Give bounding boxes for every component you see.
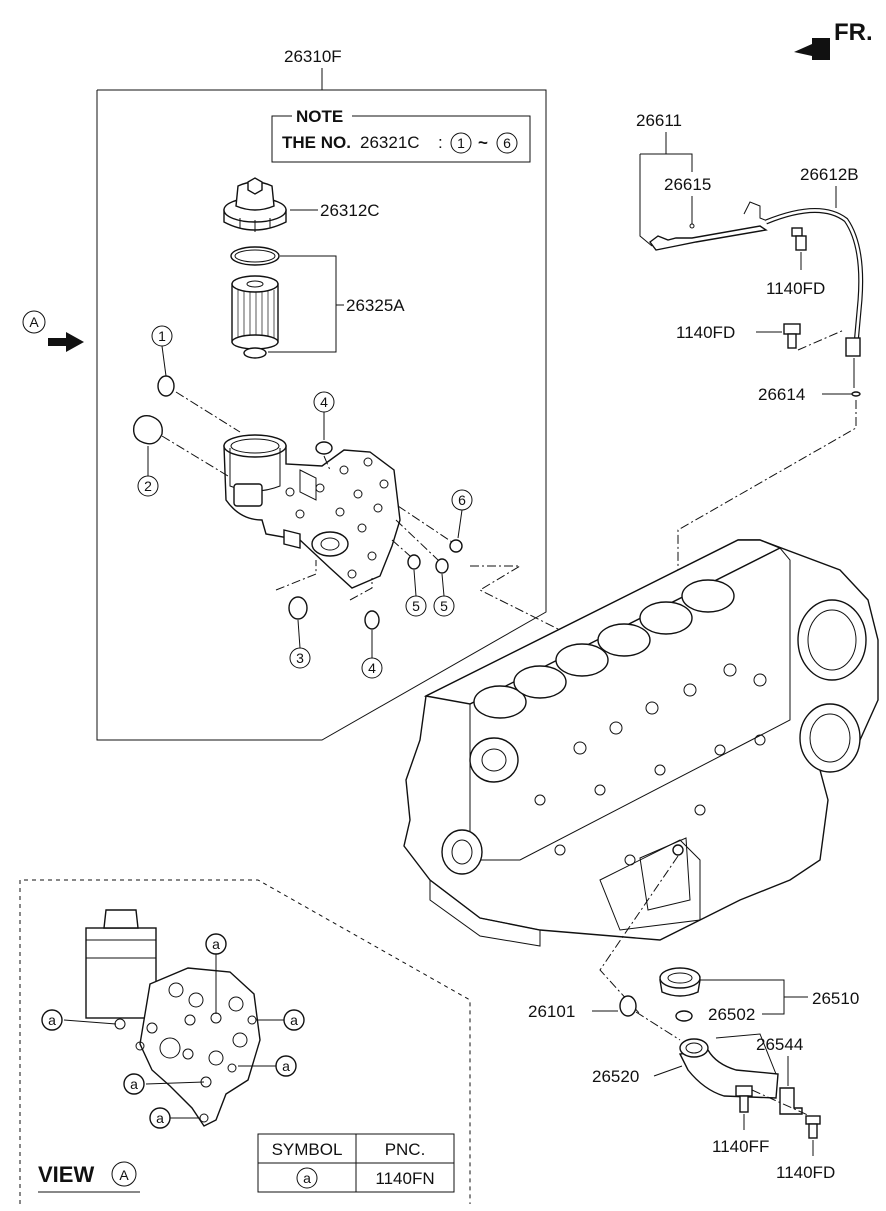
oring-3[interactable] — [288, 596, 308, 620]
symbol-table-header-pnc: PNC. — [385, 1140, 426, 1159]
filler-cap-label[interactable]: 26510 — [812, 989, 859, 1008]
note-tilde: ~ — [478, 133, 488, 152]
symbol-table-symbol: a — [303, 1170, 311, 1186]
view-marker-a-5-label: a — [130, 1076, 138, 1092]
note-text: THE NO. — [282, 133, 351, 152]
front-arrow-icon — [794, 38, 830, 60]
note-range-to: 6 — [503, 135, 511, 151]
filler-cap-part[interactable] — [659, 967, 701, 997]
view-marker-a-6-label: a — [156, 1110, 164, 1126]
view-marker-a-3: a — [283, 1009, 305, 1031]
oring-6[interactable] — [449, 539, 463, 553]
note-range-from: 1 — [457, 135, 465, 151]
symbol-table-header-symbol: SYMBOL — [272, 1140, 343, 1159]
bracket-part[interactable] — [779, 1087, 803, 1115]
view-marker-a-4: a — [275, 1055, 297, 1077]
callout-6-label: 6 — [458, 492, 466, 508]
view-marker-a-1-label: a — [212, 936, 220, 952]
view-a-arrow-icon — [48, 332, 84, 352]
filter-cap-label[interactable]: 26312C — [320, 201, 380, 220]
bolt-ff-label[interactable]: 1140FF — [712, 1137, 769, 1156]
view-caption-ref: A — [119, 1167, 129, 1183]
tube-oring-part[interactable] — [851, 391, 861, 397]
view-marker-a-3-label: a — [290, 1012, 298, 1028]
callout-1[interactable]: 1 — [151, 325, 241, 433]
cap-gasket-part[interactable] — [675, 1010, 693, 1022]
bolt-1140fd-upper-part[interactable] — [791, 227, 807, 251]
filter-cap-part[interactable] — [223, 177, 287, 232]
assembly-pnc-label[interactable]: 26310F — [284, 47, 342, 66]
bolt-1140fd-middle-part[interactable] — [783, 323, 801, 349]
assembly-frame — [96, 89, 547, 741]
symbol-table: SYMBOL PNC. a 1140FN — [257, 1133, 455, 1193]
front-direction-indicator: FR. — [794, 19, 873, 60]
note-title: NOTE — [296, 107, 343, 126]
guide-tube-label[interactable]: 26612B — [800, 165, 859, 184]
callout-4-top[interactable]: 4 — [313, 391, 335, 471]
view-marker-a-4-label: a — [282, 1058, 290, 1074]
callout-2[interactable]: 2 — [132, 415, 229, 497]
filter-element-part[interactable] — [230, 246, 280, 359]
callout-4-top-label: 4 — [320, 394, 328, 410]
front-label: FR. — [834, 19, 873, 46]
callout-3-label: 3 — [296, 650, 304, 666]
engine-block-part[interactable] — [403, 539, 879, 947]
bolt-fd-a-label[interactable]: 1140FD — [766, 279, 825, 298]
view-marker-a-6: a — [149, 1107, 171, 1129]
callout-5-left-label: 5 — [412, 598, 420, 614]
view-marker-a-1: a — [205, 933, 227, 955]
gauge-assy-label[interactable]: 26611 — [636, 111, 682, 130]
filler-tube-part[interactable] — [678, 1033, 779, 1099]
note-box: NOTE THE NO. 26321C : 1 ~ 6 — [271, 106, 531, 163]
callout-3[interactable]: 3 — [275, 560, 317, 669]
bolt-fd-bottom-label[interactable]: 1140FD — [776, 1163, 835, 1182]
oil-gauge-group: 26611 26615 26612B 1140FD 1140FD — [636, 111, 864, 830]
block-oring-part[interactable] — [619, 995, 637, 1017]
callout-4-bottom-label: 4 — [368, 660, 376, 676]
guide-tube-part[interactable] — [765, 208, 864, 357]
oring-4-bottom[interactable] — [364, 610, 380, 630]
oil-filter-assembly-group: 26310F NOTE THE NO. 26321C : 1 ~ 6 — [22, 47, 561, 741]
callout-4-bottom[interactable]: 4 — [349, 578, 383, 679]
symbol-table-pnc[interactable]: 1140FN — [375, 1169, 434, 1188]
view-a-panel: a a a a a a VIEW A — [19, 879, 471, 1204]
bolt-1140ff-part[interactable] — [735, 1085, 753, 1113]
callout-5-left[interactable]: 5 — [391, 539, 427, 617]
oring-4-top[interactable] — [315, 441, 333, 455]
filter-element-label[interactable]: 26325A — [346, 296, 405, 315]
callout-1-label: 1 — [158, 328, 166, 344]
oring-5-left[interactable] — [407, 554, 421, 570]
bolt-1140fd-lower-part[interactable] — [805, 1115, 821, 1139]
view-a-housing-drawing[interactable] — [85, 909, 261, 1127]
filler-group: 26510 26502 26101 26520 26544 1140FF — [528, 855, 859, 1182]
callout-5-right-label: 5 — [440, 598, 448, 614]
view-marker-a-2-label: a — [48, 1012, 56, 1028]
view-marker-a-5: a — [123, 1073, 145, 1095]
note-colon: : — [438, 133, 443, 152]
filter-housing-part[interactable] — [223, 434, 401, 589]
filler-tube-label[interactable]: 26520 — [592, 1067, 639, 1086]
tube-oring-label[interactable]: 26614 — [758, 385, 805, 404]
cap-gasket-label[interactable]: 26502 — [708, 1005, 755, 1024]
callout-5-right[interactable]: 5 — [395, 519, 455, 617]
note-part-number[interactable]: 26321C — [360, 133, 420, 152]
view-a-reference[interactable]: A — [22, 310, 84, 352]
callout-6[interactable]: 6 — [397, 489, 473, 553]
oring-1[interactable] — [157, 375, 175, 397]
view-a-letter: A — [29, 314, 39, 330]
oring-5-right[interactable] — [435, 558, 449, 574]
view-caption: VIEW — [38, 1162, 94, 1187]
callout-2-label: 2 — [144, 478, 152, 494]
gauge-oring-label[interactable]: 26615 — [664, 175, 711, 194]
bolt-fd-b-label[interactable]: 1140FD — [676, 323, 735, 342]
block-label[interactable]: 26101 — [528, 1002, 575, 1021]
gasket-2[interactable] — [132, 415, 163, 445]
bracket-label[interactable]: 26544 — [756, 1035, 803, 1054]
dipstick-part[interactable] — [649, 201, 771, 251]
view-marker-a-2: a — [41, 1009, 63, 1031]
